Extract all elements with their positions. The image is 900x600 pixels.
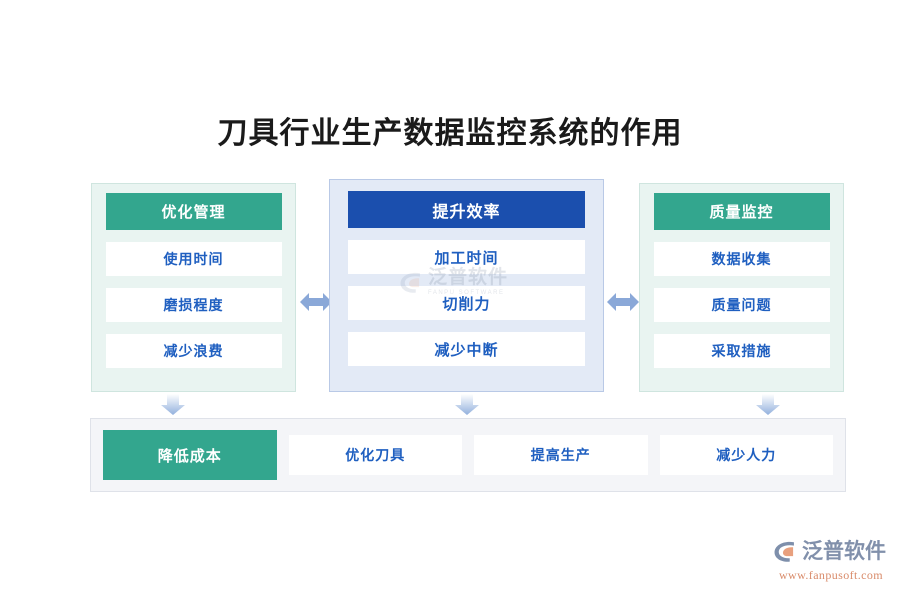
column-item-reduce-interruption: 减少中断 (348, 332, 585, 366)
column-header-optimize-management: 优化管理 (105, 193, 282, 230)
column-item-cutting-force: 切削力 (348, 286, 585, 320)
brand-name: 泛普软件 (802, 540, 886, 563)
column-header-improve-efficiency: 提升效率 (348, 191, 585, 228)
outcomes-panel: 降低成本 优化刀具 提高生产 减少人力 (90, 418, 846, 492)
outcome-reduce-cost: 降低成本 (103, 430, 277, 480)
page-title: 刀具行业生产数据监控系统的作用 (217, 117, 683, 150)
column-item-usage-time: 使用时间 (105, 242, 282, 276)
outcomes-row: 降低成本 优化刀具 提高生产 减少人力 (91, 419, 845, 491)
brand-url: www.fanpusoft.com (778, 567, 883, 582)
column-item-take-measures: 采取措施 (653, 334, 830, 368)
brand-logo-top: 泛普软件 (772, 538, 890, 566)
arrow-down-icon-center (454, 394, 480, 416)
column-improve-efficiency: 提升效率 加工时间 切削力 减少中断 (329, 179, 604, 392)
column-optimize-management: 优化管理 使用时间 磨损程度 减少浪费 (91, 183, 296, 392)
column-item-wear-degree: 磨损程度 (105, 288, 282, 322)
column-item-processing-time: 加工时间 (348, 240, 585, 274)
column-item-data-collection: 数据收集 (653, 242, 830, 276)
column-item-reduce-waste: 减少浪费 (105, 334, 282, 368)
column-item-quality-issue: 质量问题 (653, 288, 830, 322)
brand-logo: 泛普软件 www.fanpusoft.com (772, 536, 890, 584)
double-arrow-icon-left (300, 290, 332, 314)
arrow-down-icon-right (755, 394, 781, 416)
outcome-reduce-manpower: 减少人力 (659, 435, 833, 475)
column-header-quality-monitoring: 质量监控 (653, 193, 830, 230)
double-arrow-icon-right (607, 290, 639, 314)
column-quality-monitoring: 质量监控 数据收集 质量问题 采取措施 (639, 183, 844, 392)
outcome-optimize-tools: 优化刀具 (288, 435, 462, 475)
brand-mark-icon (774, 541, 794, 562)
arrow-down-icon-left (160, 394, 186, 416)
outcome-increase-production: 提高生产 (474, 435, 648, 475)
